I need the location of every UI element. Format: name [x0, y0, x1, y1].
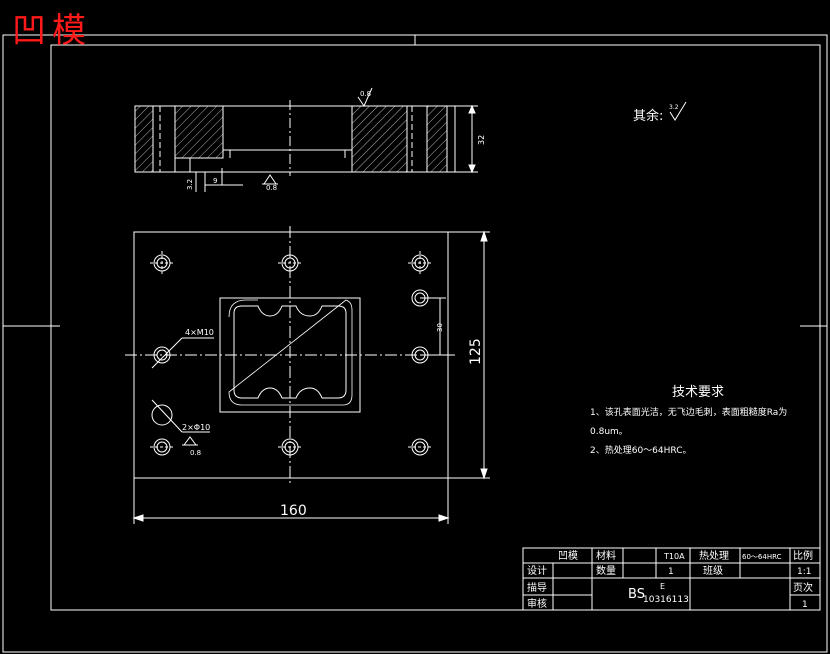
- pin-note: 2×Φ10: [182, 423, 210, 432]
- tech-heading: 技术要求: [672, 385, 724, 400]
- tb-design-label: 设计: [527, 564, 547, 577]
- hole-tr: [408, 251, 432, 275]
- pin-roughness: 0.8: [190, 449, 201, 457]
- section-view: [134, 87, 478, 192]
- hole-tm: [278, 254, 302, 272]
- tb-code-letter: E: [660, 582, 665, 591]
- tb-heat-label: 热处理: [699, 549, 729, 562]
- tb-part-name: 凹模: [558, 550, 578, 562]
- tech-line2: 0.8um。: [590, 427, 628, 437]
- tb-quantity-label: 数量: [596, 564, 616, 577]
- tb-scale-label: 比例: [793, 549, 813, 562]
- tb-heat-value: 60～64HRC: [742, 553, 782, 561]
- thread-note: 4×M10: [185, 328, 214, 337]
- tb-review-label: 审核: [527, 597, 547, 610]
- hole-bm: [278, 438, 302, 456]
- tb-class-label: 班级: [703, 565, 723, 577]
- tb-material-label: 材料: [596, 549, 616, 562]
- inner-frame: [50, 44, 821, 611]
- section-dim-small-a: 3.2: [186, 179, 194, 190]
- tech-line3: 2、热处理60～64HRC。: [590, 444, 692, 456]
- tb-code-value: 10316113: [643, 595, 689, 605]
- title-block: [522, 547, 821, 611]
- tb-code-prefix: BS: [628, 587, 645, 602]
- section-dim-height: 32: [477, 135, 486, 145]
- other-roughness-symbol: [669, 101, 687, 121]
- other-roughness-label: 其余:: [633, 108, 663, 124]
- plan-dim-height: 125: [468, 338, 484, 365]
- tb-material-value: T10A: [663, 552, 685, 561]
- other-roughness-value: 3.2: [669, 104, 679, 111]
- tech-line1: 1、该孔表面光洁，无飞边毛刺，表面粗糙度Ra为: [590, 406, 787, 418]
- hole-bl: [150, 438, 174, 456]
- hole-mr: [411, 346, 429, 364]
- hole-ml: [153, 346, 171, 364]
- plan-dim-width: 160: [280, 503, 307, 519]
- tb-scale-value: 1:1: [797, 567, 811, 577]
- hole-r1: [411, 289, 429, 307]
- hole-tl: [150, 251, 174, 275]
- plan-view: [125, 226, 490, 524]
- section-roughness-top: 0.8: [360, 90, 371, 98]
- hole-br: [408, 438, 432, 456]
- tb-page-value: 1: [802, 600, 808, 610]
- holes: [150, 251, 432, 456]
- tb-page-label: 页次: [793, 581, 813, 594]
- drawing-title: 凹模: [12, 11, 92, 51]
- hole-pin: [151, 404, 173, 426]
- tb-quantity-value: 1: [668, 567, 674, 577]
- section-dim-small-b: 9: [213, 177, 217, 185]
- tb-draw-label: 描导: [527, 581, 547, 594]
- plan-dim-inner: 30: [436, 323, 444, 332]
- section-roughness-bottom: 0.8: [266, 184, 277, 192]
